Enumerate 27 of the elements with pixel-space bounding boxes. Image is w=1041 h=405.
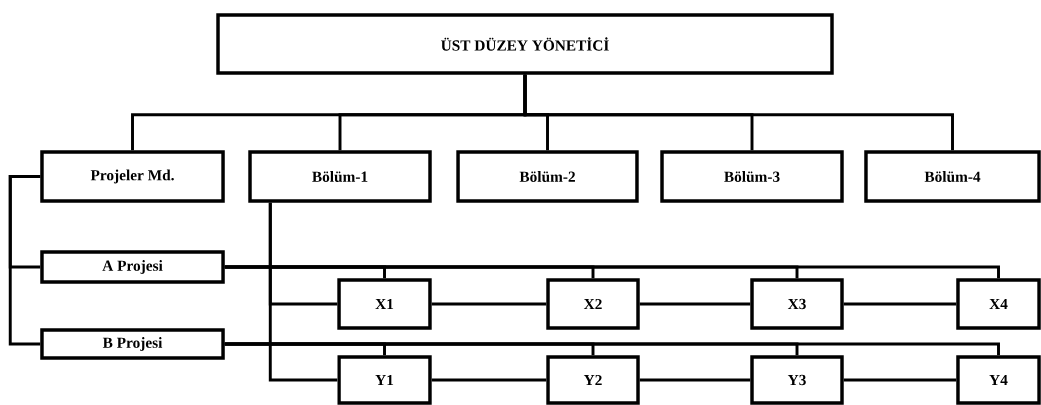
unit-box: Bölüm-1	[248, 150, 432, 203]
unit-box: X1	[337, 278, 432, 330]
connector-line	[843, 302, 957, 306]
unit-box: Y3	[750, 355, 844, 405]
connector-line	[523, 74, 954, 151]
unit-box: Bölüm-3	[660, 150, 844, 203]
unit-box: X4	[956, 278, 1041, 330]
unit-box: Bölüm-4	[864, 150, 1041, 203]
connector-line	[431, 302, 547, 306]
connector-line	[268, 202, 338, 382]
unit-box: Y2	[546, 355, 640, 405]
unit-box: Y4	[956, 355, 1041, 405]
unit-box: X3	[750, 278, 844, 330]
unit-box: Bölüm-2	[456, 150, 639, 203]
connector-line	[639, 378, 751, 382]
unit-box: Y1	[337, 355, 432, 405]
connector-line	[8, 175, 41, 346]
connector-line	[224, 342, 1000, 356]
connector-line	[224, 265, 1000, 279]
unit-box: X2	[546, 278, 640, 330]
connector-line	[431, 378, 547, 382]
executive-box: ÜST DÜZEY YÖNETİCİ	[216, 13, 834, 75]
unit-box: B Projesi	[40, 328, 225, 360]
connector-line	[639, 302, 751, 306]
connector-line	[843, 378, 957, 382]
unit-box: Projeler Md.	[40, 150, 225, 203]
unit-box: A Projesi	[40, 250, 225, 284]
